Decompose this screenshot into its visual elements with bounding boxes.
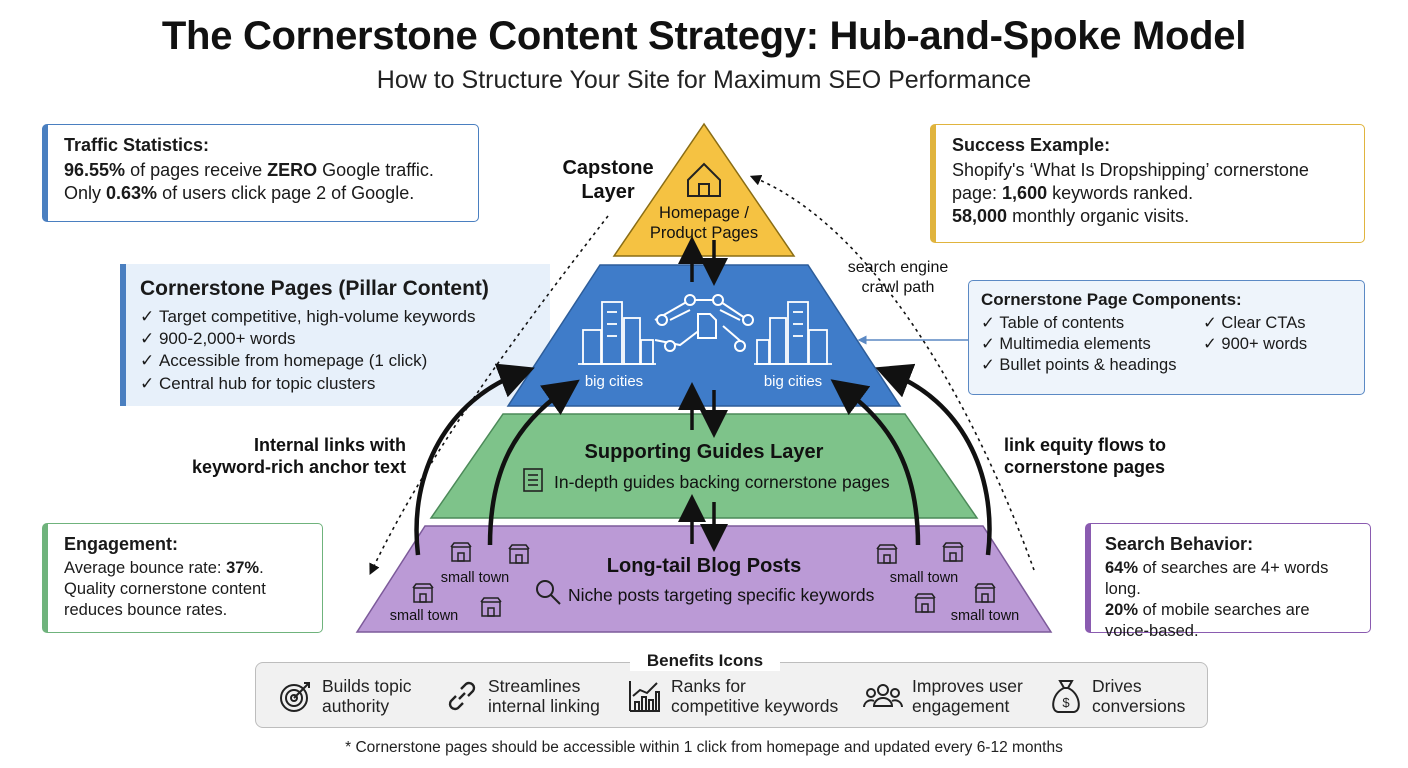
pillar-item: Target competitive, high-volume keywords bbox=[140, 306, 540, 328]
traffic-statistics-card: Traffic Statistics: 96.55% of pages rece… bbox=[42, 124, 479, 222]
component-item: Table of contents bbox=[981, 313, 1203, 334]
success-heading: Success Example: bbox=[952, 135, 1111, 155]
small-town-label: small town bbox=[951, 608, 1020, 624]
money-bag-icon: $ bbox=[1052, 680, 1080, 714]
components-list-right: Clear CTAs 900+ words bbox=[1203, 313, 1307, 376]
capstone-text-2: Product Pages bbox=[650, 224, 758, 242]
small-town-label: small town bbox=[441, 570, 510, 586]
traffic-heading: Traffic Statistics: bbox=[64, 135, 210, 155]
big-cities-label-right: big cities bbox=[764, 373, 822, 390]
page-title: The Cornerstone Content Strategy: Hub-an… bbox=[161, 14, 1247, 58]
engagement-heading: Engagement: bbox=[64, 534, 179, 554]
benefit-label: Improves user bbox=[912, 676, 1023, 696]
benefit-label: authority bbox=[322, 696, 390, 717]
pillar-heading: Cornerstone Pages (Pillar Content) bbox=[140, 277, 489, 300]
small-town-label: small town bbox=[890, 570, 959, 586]
search-line-1: 64% of searches are 4+ words long. bbox=[1105, 559, 1329, 599]
pillar-list: Target competitive, high-volume keywords… bbox=[140, 306, 540, 394]
blog-title: Long-tail Blog Posts bbox=[607, 555, 801, 577]
benefit-label: conversions bbox=[1092, 696, 1186, 717]
components-heading: Cornerstone Page Components: bbox=[981, 290, 1242, 309]
link-equity-label-2: cornerstone pages bbox=[1004, 457, 1165, 477]
capstone-text-1: Homepage / bbox=[659, 204, 749, 222]
city-skyline-icon-right bbox=[754, 301, 832, 365]
benefit-label: Drives bbox=[1092, 676, 1142, 696]
svg-text:$: $ bbox=[1062, 695, 1070, 710]
benefit-label: Builds topic bbox=[322, 676, 412, 696]
page-subtitle: How to Structure Your Site for Maximum S… bbox=[376, 66, 1032, 94]
search-line-2: 20% of mobile searches are bbox=[1105, 601, 1310, 620]
crawl-path-label-2: crawl path bbox=[862, 279, 935, 296]
engagement-line-1: Average bounce rate: 37%. bbox=[64, 559, 264, 578]
big-cities-label-left: big cities bbox=[585, 373, 643, 390]
target-icon bbox=[280, 682, 310, 713]
pillar-item: Accessible from homepage (1 click) bbox=[140, 350, 540, 372]
benefit-label: internal linking bbox=[488, 696, 600, 717]
capstone-label-1: Capstone bbox=[562, 157, 653, 179]
city-skyline-icon-left bbox=[578, 301, 656, 365]
crawl-path-label-1: search engine bbox=[848, 259, 949, 276]
link-equity-label-1: link equity flows to bbox=[1004, 435, 1166, 455]
document-icon bbox=[523, 468, 543, 492]
shop-icons bbox=[412, 542, 996, 617]
benefit-label: engagement bbox=[912, 696, 1010, 717]
component-item: 900+ words bbox=[1203, 334, 1307, 355]
benefit-label: Ranks for bbox=[671, 676, 746, 696]
components-card: Cornerstone Page Components: Table of co… bbox=[968, 280, 1365, 395]
capstone-label-2: Layer bbox=[581, 181, 635, 203]
pillar-content-card: Cornerstone Pages (Pillar Content) Targe… bbox=[120, 264, 550, 406]
blog-subtitle: Niche posts targeting specific keywords bbox=[568, 585, 875, 605]
engagement-line-3: reduces bounce rates. bbox=[64, 601, 228, 620]
guides-title: Supporting Guides Layer bbox=[585, 441, 824, 463]
engagement-line-2: Quality cornerstone content bbox=[64, 580, 266, 599]
success-line-2: page: 1,600 keywords ranked. bbox=[952, 183, 1194, 204]
benefits-title: Benefits Icons bbox=[630, 651, 780, 671]
traffic-line-1: 96.55% of pages receive ZERO Google traf… bbox=[64, 160, 434, 181]
benefit-label: Streamlines bbox=[488, 676, 581, 696]
internal-links-label-1: Internal links with bbox=[254, 435, 406, 455]
engagement-card: Engagement: Average bounce rate: 37%. Qu… bbox=[42, 523, 323, 633]
crawl-path-right bbox=[749, 174, 1035, 571]
search-icon bbox=[536, 580, 561, 605]
component-item: Clear CTAs bbox=[1203, 313, 1307, 334]
footer-note: * Cornerstone pages should be accessible… bbox=[345, 739, 1063, 756]
success-line-1: Shopify's ‘What Is Dropshipping’ corners… bbox=[952, 160, 1309, 181]
home-icon bbox=[687, 162, 721, 197]
pillar-item: Central hub for topic clusters bbox=[140, 373, 540, 395]
search-heading: Search Behavior: bbox=[1105, 534, 1254, 554]
layer-arrows bbox=[678, 236, 728, 552]
link-icon bbox=[448, 681, 476, 711]
traffic-line-2: Only 0.63% of users click page 2 of Goog… bbox=[64, 183, 415, 204]
hub-network bbox=[654, 294, 754, 352]
small-town-label: small town bbox=[390, 608, 459, 624]
pillar-item: 900-2,000+ words bbox=[140, 328, 540, 350]
component-item: Bullet points & headings bbox=[981, 355, 1203, 376]
success-line-3: 58,000 monthly organic visits. bbox=[952, 206, 1190, 227]
success-example-card: Success Example: Shopify's ‘What Is Drop… bbox=[930, 124, 1365, 243]
supporting-guides-layer bbox=[429, 413, 979, 519]
components-list-left: Table of contents Multimedia elements Bu… bbox=[981, 313, 1203, 376]
internal-link-arrows bbox=[414, 363, 992, 556]
component-item: Multimedia elements bbox=[981, 334, 1203, 355]
growth-chart-icon bbox=[629, 681, 660, 713]
search-behavior-card: Search Behavior: 64% of searches are 4+ … bbox=[1085, 523, 1371, 640]
benefits-panel bbox=[255, 662, 1208, 728]
users-icon bbox=[863, 684, 903, 708]
guides-subtitle: In-depth guides backing cornerstone page… bbox=[554, 472, 890, 492]
internal-links-label-2: keyword-rich anchor text bbox=[192, 457, 406, 477]
benefit-label: competitive keywords bbox=[671, 696, 839, 717]
search-line-3: voice-based. bbox=[1105, 622, 1199, 641]
